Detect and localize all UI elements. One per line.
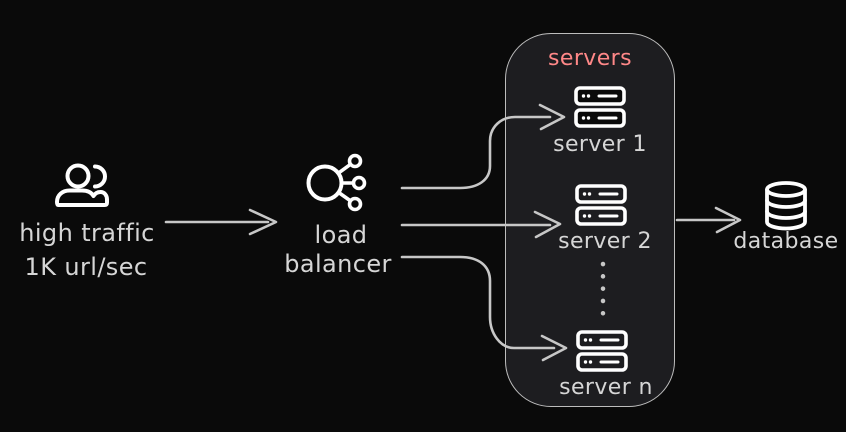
server-n-label: server n	[559, 375, 653, 400]
users-icon	[55, 163, 109, 207]
server-icon	[575, 184, 627, 226]
traffic-label-line1: high traffic	[19, 219, 155, 247]
server-icon	[576, 330, 628, 372]
arrow-traffic-to-lb	[164, 208, 278, 236]
lb-label-line2: balancer	[284, 250, 392, 278]
traffic-label-line2: 1K url/sec	[24, 253, 148, 281]
server-1-node	[574, 86, 626, 128]
server-2-node	[575, 184, 627, 226]
arrow-servers-to-database	[675, 206, 742, 234]
server-n-node	[576, 330, 628, 372]
database-label: database	[733, 229, 839, 254]
arrow-lb-to-servern	[400, 255, 568, 362]
database-node	[763, 181, 809, 231]
server-1-label: server 1	[553, 132, 647, 157]
lb-label-line1: load	[314, 221, 368, 249]
arrow-lb-to-server1	[400, 103, 566, 190]
load-balancer-node	[303, 150, 369, 214]
load-balancer-icon	[306, 153, 367, 212]
server-icon	[574, 86, 626, 128]
arrow-lb-to-server2	[400, 210, 562, 239]
server-2-label: server 2	[558, 229, 652, 254]
database-icon	[765, 181, 807, 231]
traffic-source-node	[54, 158, 110, 208]
servers-group-label: servers	[548, 46, 632, 71]
